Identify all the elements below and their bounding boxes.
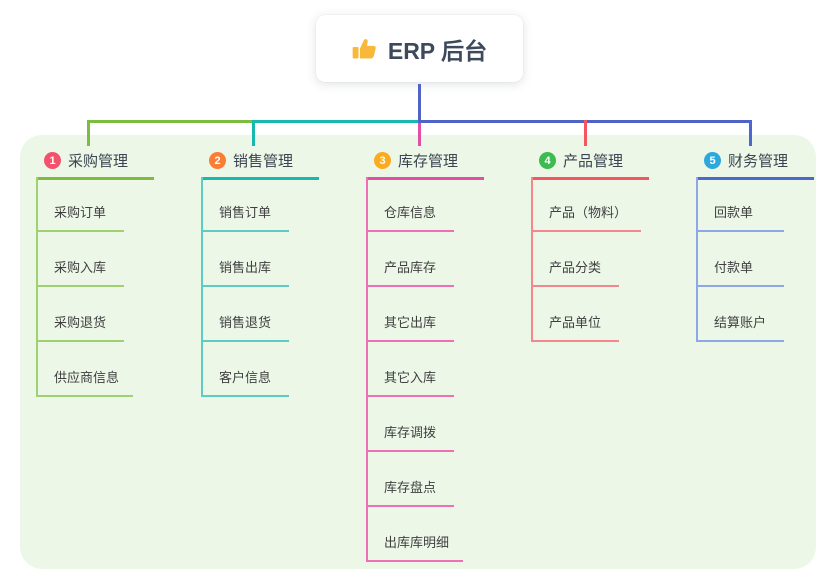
connector-drop-branch-1 bbox=[87, 120, 90, 146]
connector-children-vertical-2 bbox=[201, 177, 203, 397]
connector-drop-branch-2 bbox=[252, 120, 255, 146]
root-node-label: ERP 后台 bbox=[387, 37, 488, 64]
branch-node-5[interactable]: 5 财务管理 bbox=[696, 147, 815, 180]
child-node[interactable]: 库存盘点 bbox=[366, 452, 454, 507]
connector-children-vertical-5 bbox=[696, 177, 698, 342]
branch-node-4[interactable]: 4 产品管理 bbox=[531, 147, 650, 180]
branch-label: 销售管理 bbox=[233, 153, 294, 170]
child-node[interactable]: 付款单 bbox=[696, 232, 784, 287]
branch-children-3: 仓库信息产品库存其它出库其它入库库存调拨库存盘点出库库明细 bbox=[366, 177, 464, 562]
branch-number-badge: 4 bbox=[539, 152, 556, 169]
branch-node-1[interactable]: 1 采购管理 bbox=[36, 147, 155, 180]
branch-number-badge: 1 bbox=[44, 152, 61, 169]
branch-node-3[interactable]: 3 库存管理 bbox=[366, 147, 485, 180]
branch-children-2: 销售订单销售出库销售退货客户信息 bbox=[201, 177, 289, 397]
connector-root-vertical bbox=[418, 84, 421, 123]
child-node[interactable]: 客户信息 bbox=[201, 342, 289, 397]
connector-bus-teal bbox=[252, 120, 418, 123]
child-node[interactable]: 销售退货 bbox=[201, 287, 289, 342]
child-node[interactable]: 采购入库 bbox=[36, 232, 124, 287]
connector-children-vertical-4 bbox=[531, 177, 533, 342]
child-node[interactable]: 回款单 bbox=[696, 177, 784, 232]
connector-children-vertical-1 bbox=[36, 177, 38, 397]
child-node[interactable]: 产品库存 bbox=[366, 232, 454, 287]
child-node[interactable]: 其它入库 bbox=[366, 342, 454, 397]
thumbs-up-icon bbox=[352, 36, 378, 62]
branches-background-panel bbox=[20, 135, 816, 569]
connector-drop-branch-3 bbox=[418, 123, 421, 146]
connector-drop-branch-5 bbox=[749, 120, 752, 146]
child-node[interactable]: 采购订单 bbox=[36, 177, 124, 232]
child-node[interactable]: 采购退货 bbox=[36, 287, 124, 342]
child-node[interactable]: 销售出库 bbox=[201, 232, 289, 287]
branch-children-5: 回款单付款单结算账户 bbox=[696, 177, 784, 342]
branch-children-4: 产品（物料）产品分类产品单位 bbox=[531, 177, 642, 342]
branch-children-1: 采购订单采购入库采购退货供应商信息 bbox=[36, 177, 134, 397]
child-node[interactable]: 产品分类 bbox=[531, 232, 619, 287]
child-node[interactable]: 供应商信息 bbox=[36, 342, 134, 397]
branch-label: 库存管理 bbox=[398, 153, 459, 170]
root-node[interactable]: ERP 后台 bbox=[316, 15, 523, 82]
child-node[interactable]: 出库库明细 bbox=[366, 507, 464, 562]
child-node[interactable]: 其它出库 bbox=[366, 287, 454, 342]
connector-children-vertical-3 bbox=[366, 177, 368, 562]
child-node[interactable]: 产品（物料） bbox=[531, 177, 642, 232]
child-node[interactable]: 仓库信息 bbox=[366, 177, 454, 232]
child-node[interactable]: 产品单位 bbox=[531, 287, 619, 342]
branch-label: 采购管理 bbox=[68, 153, 129, 170]
branch-label: 产品管理 bbox=[563, 153, 624, 170]
connector-bus-green bbox=[87, 120, 252, 123]
branch-node-2[interactable]: 2 销售管理 bbox=[201, 147, 320, 180]
child-node[interactable]: 库存调拨 bbox=[366, 397, 454, 452]
child-node[interactable]: 销售订单 bbox=[201, 177, 289, 232]
branch-label: 财务管理 bbox=[728, 153, 789, 170]
child-node[interactable]: 结算账户 bbox=[696, 287, 784, 342]
connector-drop-branch-4 bbox=[584, 120, 587, 146]
branch-number-badge: 3 bbox=[374, 152, 391, 169]
branch-number-badge: 5 bbox=[704, 152, 721, 169]
branch-number-badge: 2 bbox=[209, 152, 226, 169]
